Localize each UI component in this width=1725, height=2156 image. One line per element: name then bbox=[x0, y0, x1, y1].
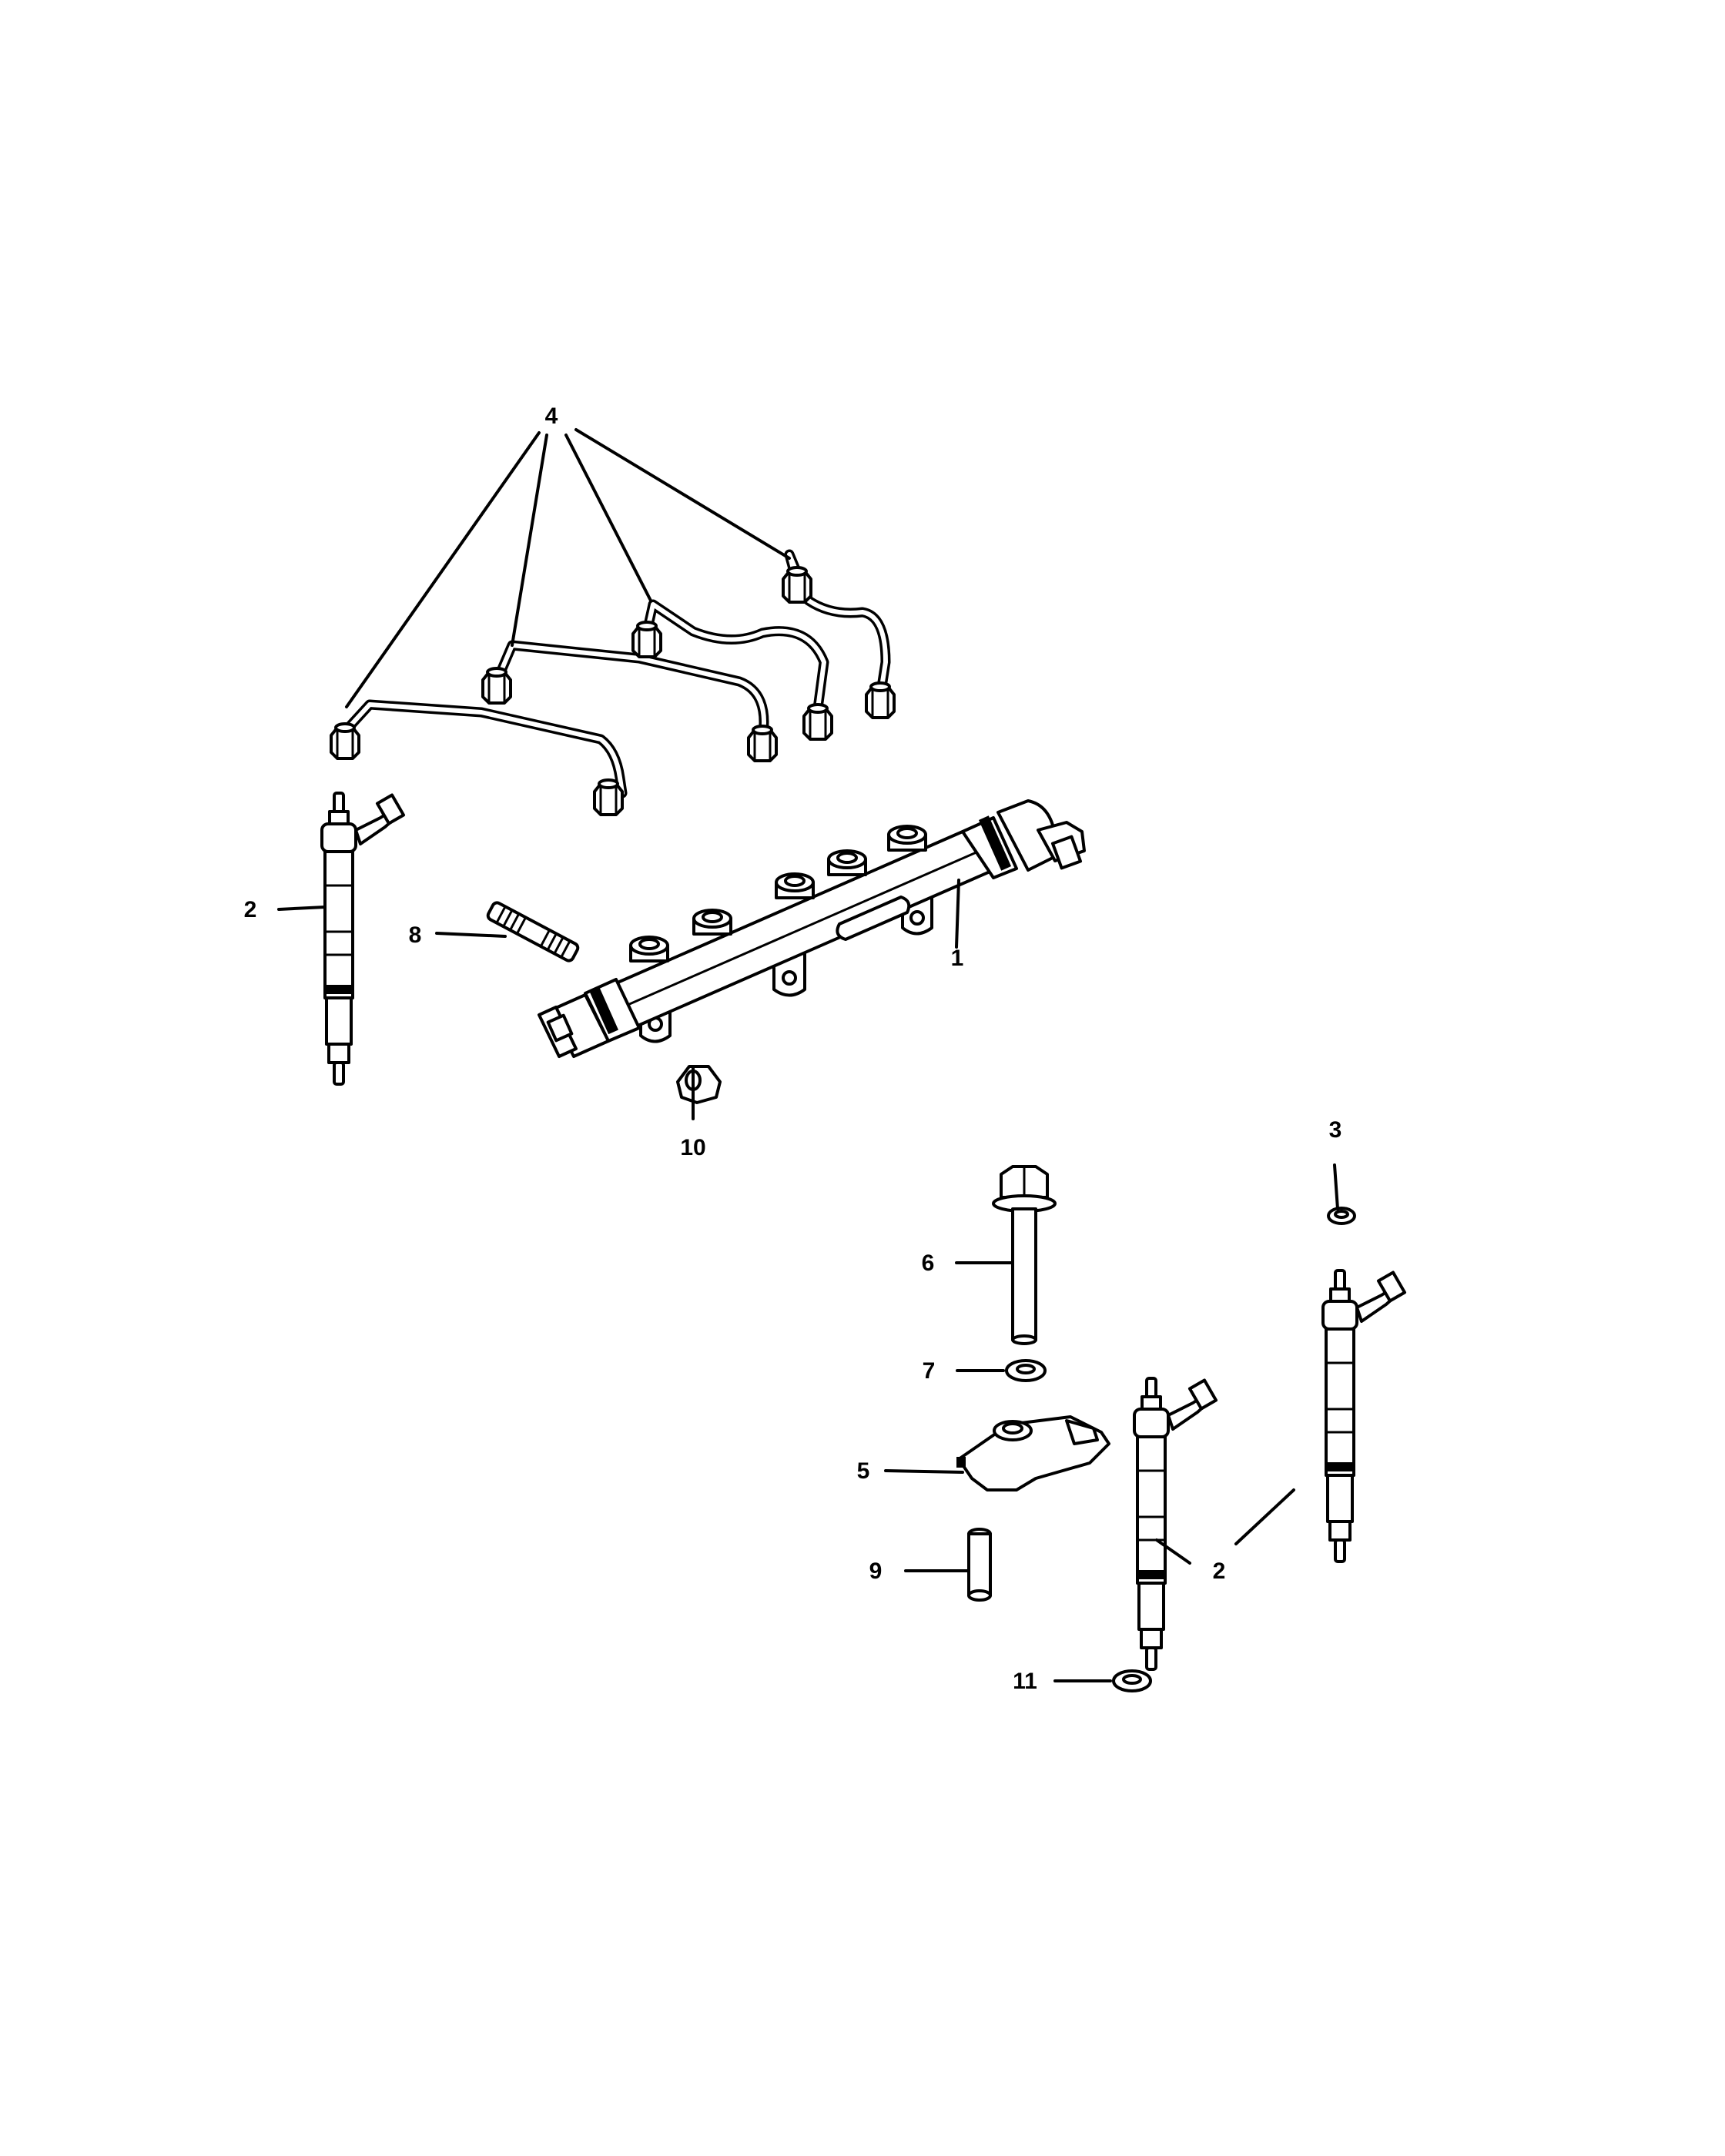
fuel-line-nut bbox=[593, 778, 624, 816]
fuel-line-nut bbox=[802, 703, 833, 741]
callout-1: 1 bbox=[951, 946, 964, 971]
fuel-line-nut bbox=[481, 667, 512, 705]
fuel-injection-lines bbox=[330, 549, 896, 816]
callout-4: 4 bbox=[545, 403, 558, 429]
flange-nut bbox=[676, 1065, 722, 1104]
rail-outlet-port bbox=[887, 825, 927, 852]
fuel-injector-center bbox=[1133, 1377, 1218, 1671]
fuel-line-nut bbox=[865, 681, 896, 719]
fuel-line-nut bbox=[631, 621, 662, 658]
callout-2-right: 2 bbox=[1213, 1558, 1226, 1584]
callout-2-left: 2 bbox=[244, 897, 257, 922]
bolt-washer bbox=[1005, 1359, 1047, 1382]
injector-clamp bbox=[956, 1415, 1110, 1491]
fuel-line-nut bbox=[330, 722, 360, 760]
stud bbox=[486, 901, 580, 962]
callout-11: 11 bbox=[1013, 1669, 1037, 1694]
dowel-pin bbox=[967, 1528, 992, 1602]
callout-6: 6 bbox=[922, 1250, 935, 1276]
fuel-rail bbox=[538, 799, 1086, 1058]
callout-10: 10 bbox=[680, 1135, 705, 1160]
callout-5: 5 bbox=[857, 1458, 870, 1484]
callout-8: 8 bbox=[409, 922, 422, 948]
callout-9: 9 bbox=[869, 1558, 883, 1584]
injector-copper-washer bbox=[1112, 1669, 1152, 1692]
leader-lines bbox=[277, 428, 1339, 1682]
rail-outlet-port bbox=[775, 872, 815, 899]
injector-seal bbox=[1327, 1207, 1356, 1225]
callout-3: 3 bbox=[1329, 1117, 1342, 1143]
fuel-injector-right bbox=[1321, 1269, 1407, 1563]
fuel-injector-left bbox=[320, 792, 406, 1086]
clamp-bolt bbox=[992, 1165, 1057, 1345]
fuel-line-nut bbox=[747, 725, 778, 762]
rail-outlet-port bbox=[827, 849, 867, 876]
rail-outlet-port bbox=[692, 909, 732, 936]
rail-outlet-port bbox=[629, 936, 669, 962]
callout-numbers: 4 1 2 8 10 3 6 7 5 9 2 11 bbox=[244, 403, 1342, 1694]
fuel-line-nut bbox=[782, 566, 812, 604]
callout-7: 7 bbox=[923, 1358, 936, 1384]
